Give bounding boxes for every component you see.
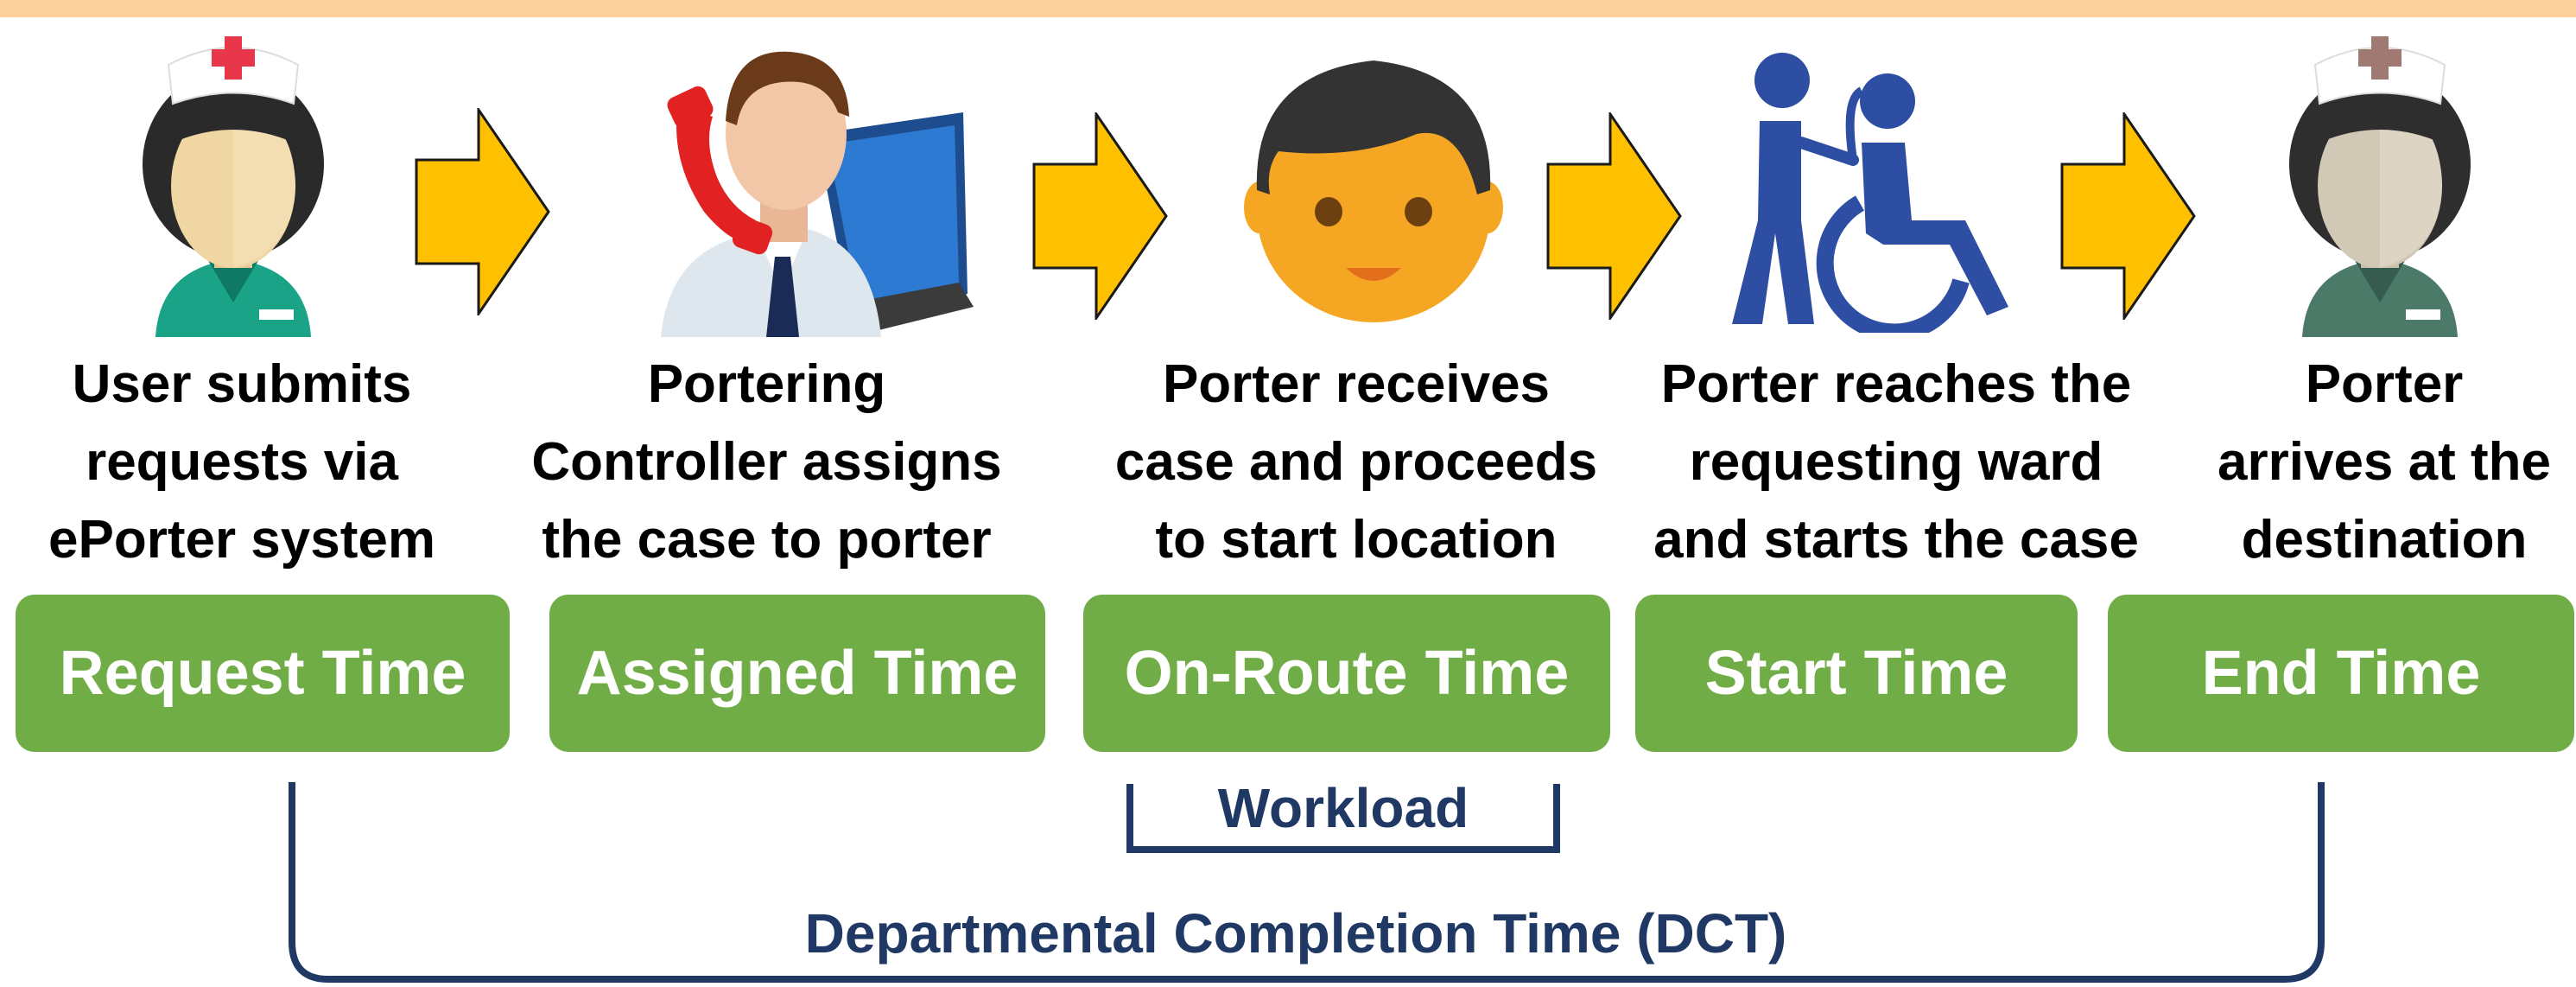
caption-line: User submits <box>72 354 412 414</box>
arrow-right-icon <box>1032 112 1168 320</box>
dct-bracket <box>289 782 2325 983</box>
nurse-icon <box>143 36 324 337</box>
end-time-box: End Time <box>2108 595 2574 752</box>
controller-on-phone-icon <box>661 51 974 337</box>
request-time-box: Request Time <box>16 595 510 752</box>
wheelchair-icon <box>1732 53 2008 333</box>
arrow-right-icon <box>2060 112 2196 320</box>
caption-line: the case to porter <box>542 510 992 570</box>
workload-label: Workload <box>1217 777 1469 839</box>
step-caption-2: Portering Controller assigns the case to… <box>518 346 1015 579</box>
step-caption-4: Porter reaches the requesting ward and s… <box>1637 346 2155 579</box>
arrow-right-icon <box>1546 112 1682 320</box>
arrow-right-icon <box>415 108 550 315</box>
caption-line: Portering <box>647 354 886 414</box>
caption-line: Porter <box>2305 354 2464 414</box>
caption-line: Porter receives <box>1162 354 1551 414</box>
caption-line: to start location <box>1155 510 1558 570</box>
nurse-icon <box>2289 36 2471 337</box>
caption-line: arrives at the <box>2218 432 2551 492</box>
caption-line: case and proceeds <box>1114 432 1598 492</box>
step-caption-1: User submits requests via ePorter system <box>17 346 466 579</box>
workload-bracket <box>1126 784 1560 853</box>
on-route-time-box: On-Route Time <box>1083 595 1610 752</box>
caption-line: Porter reaches the <box>1660 354 2132 414</box>
start-time-box: Start Time <box>1635 595 2078 752</box>
assigned-time-box: Assigned Time <box>549 595 1045 752</box>
caption-line: ePorter system <box>48 510 436 570</box>
dct-label: Departmental Completion Time (DCT) <box>804 902 1787 965</box>
caption-line: destination <box>2241 510 2528 570</box>
caption-line: requesting ward <box>1689 432 2103 492</box>
caption-line: and starts the case <box>1653 510 2139 570</box>
top-band <box>0 0 2576 17</box>
caption-line: requests via <box>86 432 398 492</box>
porter-face-icon <box>1244 60 1503 322</box>
step-caption-3: Porter receives case and proceeds to sta… <box>1101 346 1611 579</box>
caption-line: Controller assigns <box>531 432 1002 492</box>
step-caption-5: Porter arrives at the destination <box>2194 346 2574 579</box>
